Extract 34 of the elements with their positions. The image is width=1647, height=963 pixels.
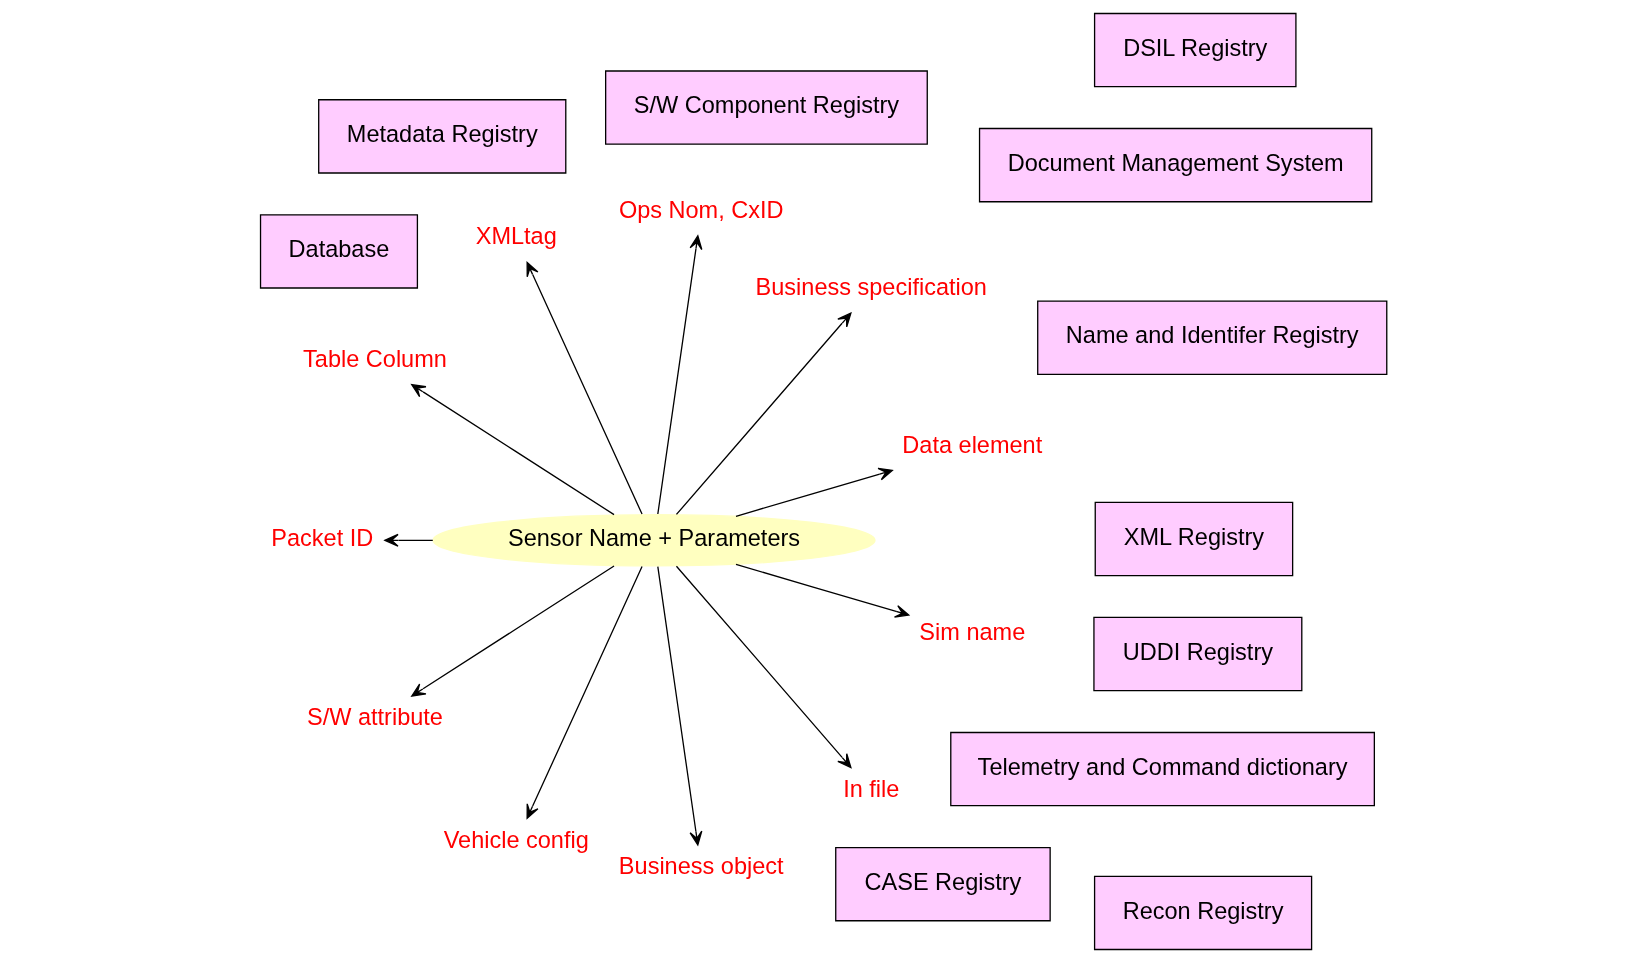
node-text: Ops Nom, CxID	[618, 196, 784, 223]
arrow	[657, 566, 703, 846]
node-text: Business specification	[755, 274, 987, 301]
node-box: Document Management System	[978, 127, 1373, 203]
arrow	[735, 563, 910, 618]
node-box: S/W Component Registry	[605, 70, 928, 145]
node-text: S/W attribute	[307, 704, 443, 731]
node-box: Telemetry and Command dictionary	[950, 731, 1375, 807]
node-ellipse: Sensor Name + Parameters	[432, 514, 876, 567]
node-text: Business object	[618, 853, 784, 880]
node-text: Table Column	[303, 345, 447, 372]
node-box: Recon Registry	[1093, 875, 1313, 951]
arrow	[675, 565, 852, 769]
node-box: UDDI Registry	[1093, 616, 1303, 692]
node-text: In file	[843, 775, 900, 802]
node-text: Data element	[902, 431, 1043, 458]
arrow	[526, 565, 643, 819]
node-text: Vehicle config	[443, 826, 589, 853]
node-text: XMLtag	[475, 223, 557, 250]
node-text: Sim name	[919, 618, 1026, 645]
arrow	[384, 533, 434, 547]
node-box: CASE Registry	[835, 846, 1051, 922]
node-box: DSIL Registry	[1093, 12, 1297, 88]
node-box: Name and Identifer Registry	[1037, 300, 1388, 375]
arrow	[526, 261, 643, 515]
arrow	[411, 565, 615, 697]
arrow	[735, 467, 893, 517]
arrow	[411, 384, 615, 516]
arrow	[675, 312, 852, 516]
arrow	[657, 235, 703, 515]
node-text: Packet ID	[271, 525, 374, 552]
node-box: Metadata Registry	[318, 99, 567, 174]
node-box: Database	[259, 214, 419, 289]
node-box: XML Registry	[1094, 501, 1294, 577]
